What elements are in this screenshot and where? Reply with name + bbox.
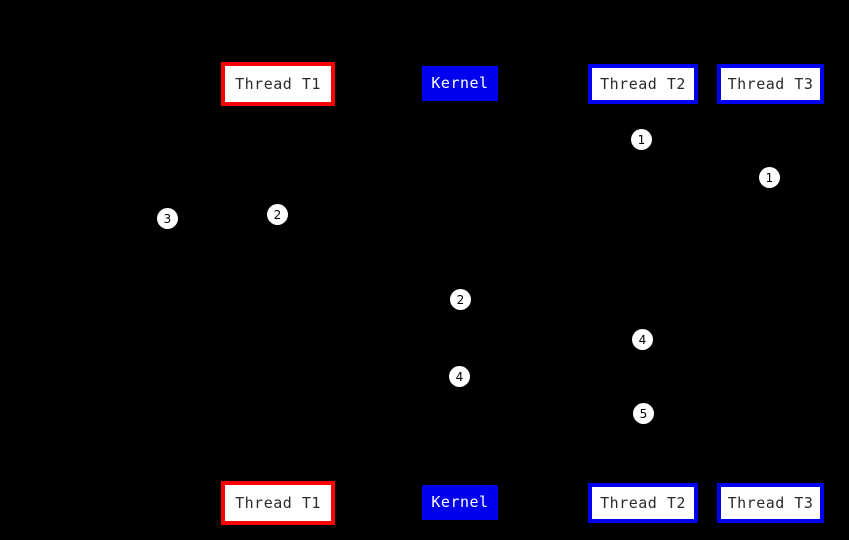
participant-label: Kernel [431,74,489,92]
message-arrow-m8 [643,413,770,414]
step-marker-s7: 4 [449,366,470,387]
step-marker-s1: 1 [631,129,652,150]
step-marker-s4: 2 [267,204,288,225]
lifeline-ll-t1 [278,106,279,481]
participant-bottom-t2b[interactable]: Thread T2 [588,483,698,523]
step-marker-number: 2 [273,207,282,222]
lifeline-ll-t2 [643,104,644,483]
step-marker-number: 2 [456,292,465,307]
participant-label: Thread T3 [727,493,814,512]
step-marker-s5: 2 [450,289,471,310]
step-marker-number: 4 [638,332,647,347]
step-marker-s6: 4 [632,329,653,350]
step-marker-number: 1 [765,170,774,185]
participant-bottom-t3b[interactable]: Thread T3 [717,483,824,523]
participant-top-t3[interactable]: Thread T3 [717,64,824,104]
participant-top-kernel[interactable]: Kernel [422,66,498,101]
step-marker-number: 4 [455,369,464,384]
participant-bottom-t1b[interactable]: Thread T1 [221,481,335,525]
message-arrow-m7 [643,339,770,340]
step-marker-number: 3 [163,211,172,226]
step-marker-number: 5 [639,406,648,421]
participant-label: Kernel [431,493,489,511]
participant-label: Thread T2 [600,74,686,93]
message-arrow-m6 [460,376,643,377]
step-marker-number: 1 [637,132,646,147]
step-marker-s8: 5 [633,403,654,424]
participant-bottom-kernelb[interactable]: Kernel [422,485,498,520]
participant-top-t1[interactable]: Thread T1 [221,62,335,106]
message-arrow-m4 [278,214,460,215]
message-arrow-m3 [167,218,278,219]
participant-label: Thread T1 [235,493,321,512]
lifeline-ll-t3 [770,104,771,483]
participant-label: Thread T2 [600,493,686,512]
message-arrow-m5 [460,299,643,300]
step-marker-s2: 1 [759,167,780,188]
step-marker-s3: 3 [157,208,178,229]
participant-label: Thread T3 [727,74,814,93]
participant-label: Thread T1 [235,74,321,93]
participant-top-t2[interactable]: Thread T2 [588,64,698,104]
